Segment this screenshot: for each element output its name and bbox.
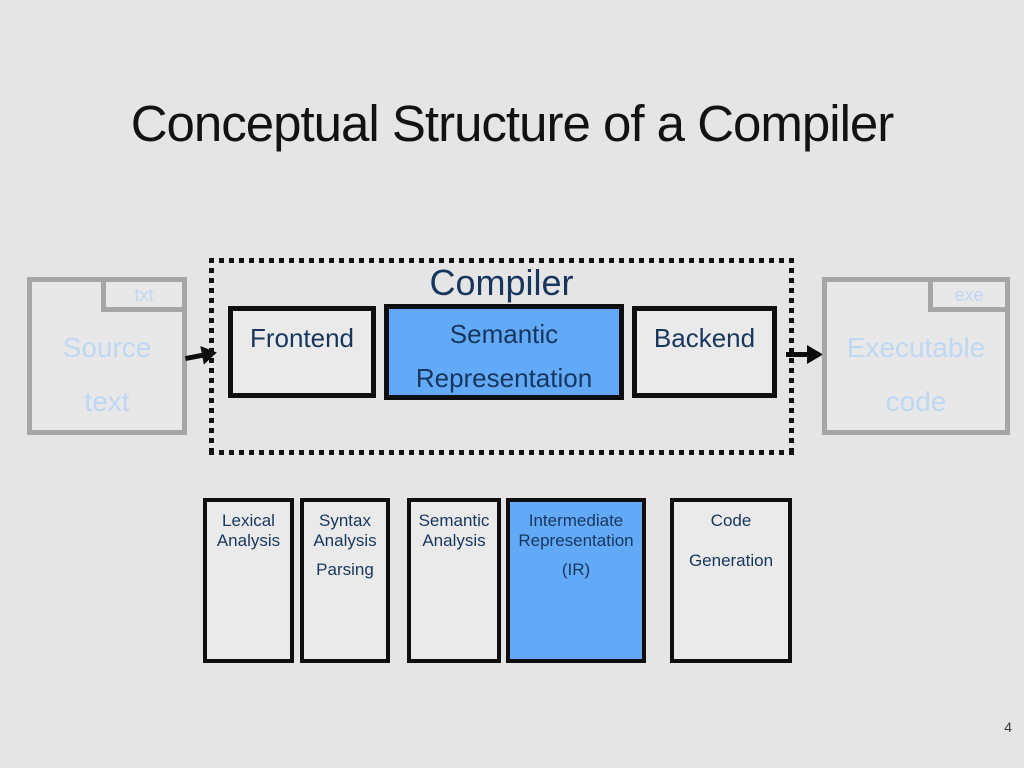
- phase-line: Analysis: [313, 531, 377, 550]
- phase-line: Semantic: [418, 511, 490, 530]
- phase-code-generation-box: Code Generation: [670, 498, 792, 663]
- executable-code-line1: Executable: [846, 332, 986, 363]
- phase-syntax-analysis-box: Syntax Analysis Parsing: [300, 498, 390, 663]
- phase-line: [207, 551, 290, 571]
- backend-box: Backend: [632, 306, 777, 398]
- phase-line: Representation: [518, 531, 634, 550]
- phase-line: Code: [710, 511, 752, 530]
- page-number: 4: [1004, 719, 1012, 735]
- phase-lexical-analysis-box: Lexical Analysis: [203, 498, 294, 663]
- phase-line: Analysis: [422, 531, 486, 550]
- phase-line: [411, 551, 497, 571]
- source-file-type-tab: txt: [101, 277, 187, 312]
- phase-intermediate-representation-box: Intermediate Representation (IR): [506, 498, 646, 663]
- phase-line: (IR): [561, 560, 591, 579]
- phase-line: Intermediate: [528, 511, 624, 530]
- semantic-representation-line2: Representation: [415, 363, 593, 393]
- phase-line: Analysis: [216, 531, 281, 550]
- arrow-source-to-compiler-icon: [183, 337, 219, 369]
- executable-code-line2: code: [885, 386, 947, 417]
- phase-line: Syntax: [319, 511, 371, 530]
- phase-line: [674, 531, 788, 551]
- arrow-compiler-to-executable-icon: [786, 341, 824, 367]
- phase-line: Lexical: [222, 511, 275, 530]
- phase-line: Parsing: [316, 560, 374, 579]
- frontend-box: Frontend: [228, 306, 376, 398]
- source-text-line1: Source: [62, 332, 152, 363]
- backend-label: Backend: [653, 323, 756, 353]
- compiler-label: Compiler: [429, 262, 574, 303]
- semantic-representation-box: Semantic Representation: [384, 304, 624, 400]
- semantic-representation-line1: Semantic: [449, 319, 559, 349]
- phase-semantic-analysis-box: Semantic Analysis: [407, 498, 501, 663]
- page-title: Conceptual Structure of a Compiler: [130, 95, 895, 152]
- phase-line: Generation: [688, 551, 774, 570]
- executable-file-type-tab: exe: [928, 277, 1010, 312]
- source-text-line2: text: [84, 386, 130, 417]
- frontend-label: Frontend: [249, 323, 355, 353]
